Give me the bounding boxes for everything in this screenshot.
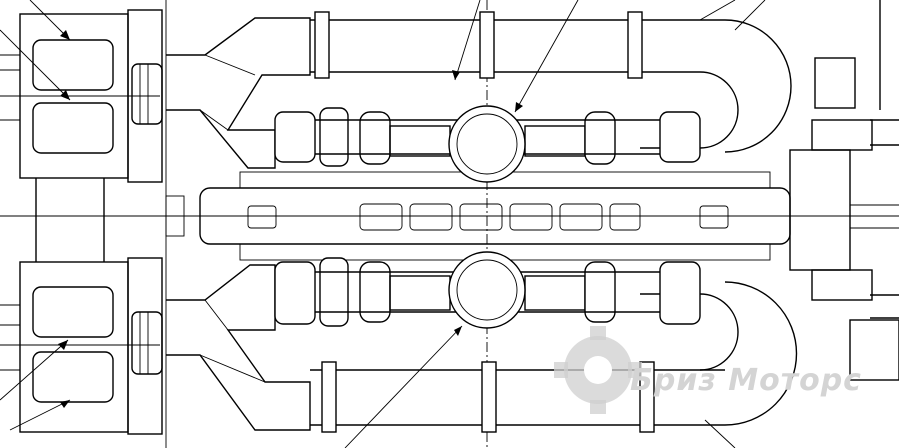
watermark-text: Бриз Моторс (630, 363, 862, 398)
air-filter-bottom (19, 257, 163, 435)
right-end-assembly (789, 0, 899, 381)
air-filter-top (19, 9, 163, 183)
intake-duct-bottom (166, 264, 311, 431)
turbo-row-top (274, 107, 701, 167)
exhaust-collector-top (448, 105, 526, 183)
filter-connector (0, 54, 105, 371)
exhaust-collector-bottom (448, 251, 526, 329)
leader-lines (0, 0, 766, 448)
charge-pipe-top (310, 11, 792, 153)
gear-icon (554, 326, 642, 414)
intake-duct-top (166, 17, 311, 169)
charge-pipe-bottom (310, 281, 798, 433)
